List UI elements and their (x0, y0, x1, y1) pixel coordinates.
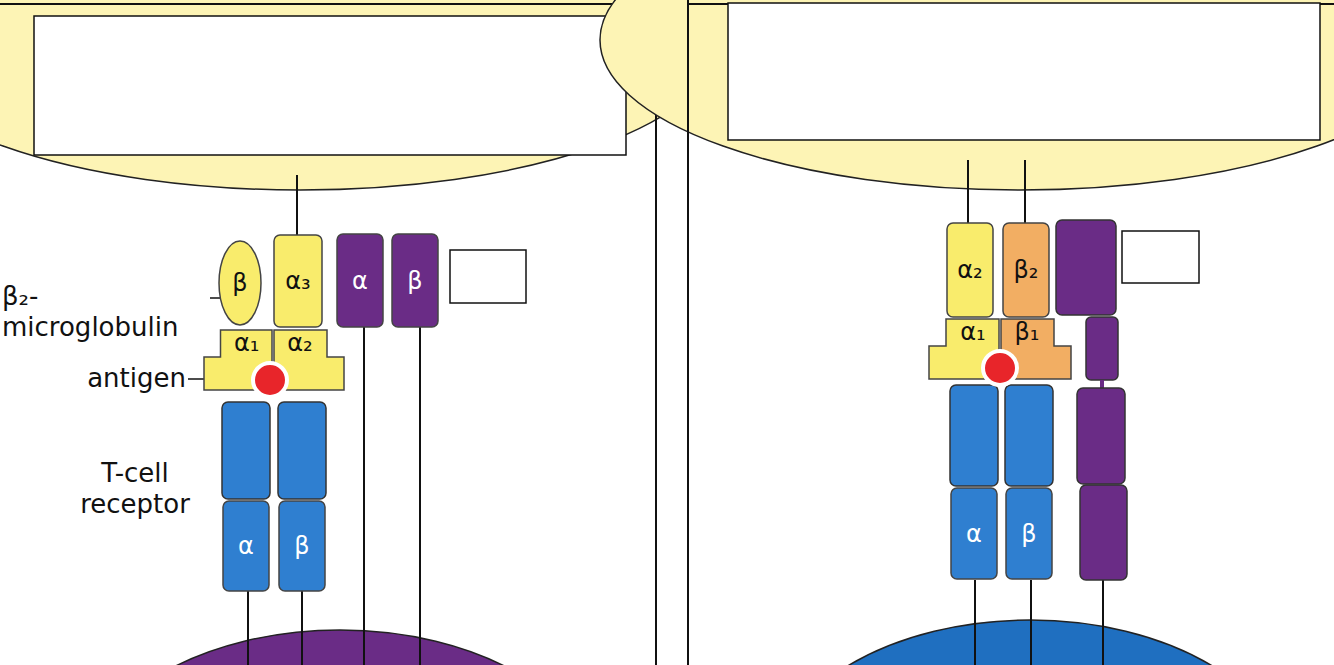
domain-label: α (238, 534, 254, 558)
mhc-domain: β₂ (1002, 222, 1050, 318)
domain-label: α (966, 522, 982, 546)
cd8-chain: β (391, 233, 439, 328)
cd8-chain: α (336, 233, 384, 328)
domain-label: β (407, 269, 422, 293)
structure-label: T-cell receptor (60, 458, 210, 520)
structure-label: antigen (60, 363, 186, 394)
cd4-domain (1056, 220, 1116, 315)
blank-label-box (450, 250, 526, 303)
cd4-domain (1077, 388, 1125, 484)
domain-label: α₁ (960, 320, 985, 344)
domain-label: α₂ (287, 331, 312, 355)
tcr-chain: α (950, 487, 998, 580)
domain-label: β (1021, 522, 1036, 546)
tcr-chain: α (222, 500, 270, 592)
tcr-chain: β (278, 500, 326, 592)
blank-label-box (728, 3, 1320, 140)
tcr-chain: β (1005, 487, 1053, 580)
cd4-domain (1086, 317, 1118, 380)
domain-label: β₁ (1015, 320, 1040, 344)
domain-label: β (294, 534, 309, 558)
domain-label: α (352, 269, 368, 293)
mhc-domain: α₂ (946, 222, 994, 318)
mhc-domain: α₁ (928, 318, 1000, 380)
blank-label-box (34, 16, 626, 155)
blank-label-box (1122, 231, 1199, 283)
mhc-domain: α₃ (273, 234, 323, 328)
beta2-microglobulin-domain: β (218, 240, 262, 326)
domain-label: α₃ (285, 269, 310, 293)
domain-label: α₁ (234, 331, 259, 355)
t-cell (80, 630, 600, 665)
mhc-domain: α₂ (273, 329, 345, 391)
mhc-domain: β₁ (1000, 318, 1072, 380)
domain-label: β (232, 271, 247, 295)
domain-label: β₂ (1014, 258, 1039, 282)
domain-label: α₂ (957, 258, 982, 282)
mhc-domain: α₁ (203, 329, 273, 391)
cd4-domain (1080, 485, 1127, 580)
structure-label: β₂-microglobulin (2, 281, 212, 343)
